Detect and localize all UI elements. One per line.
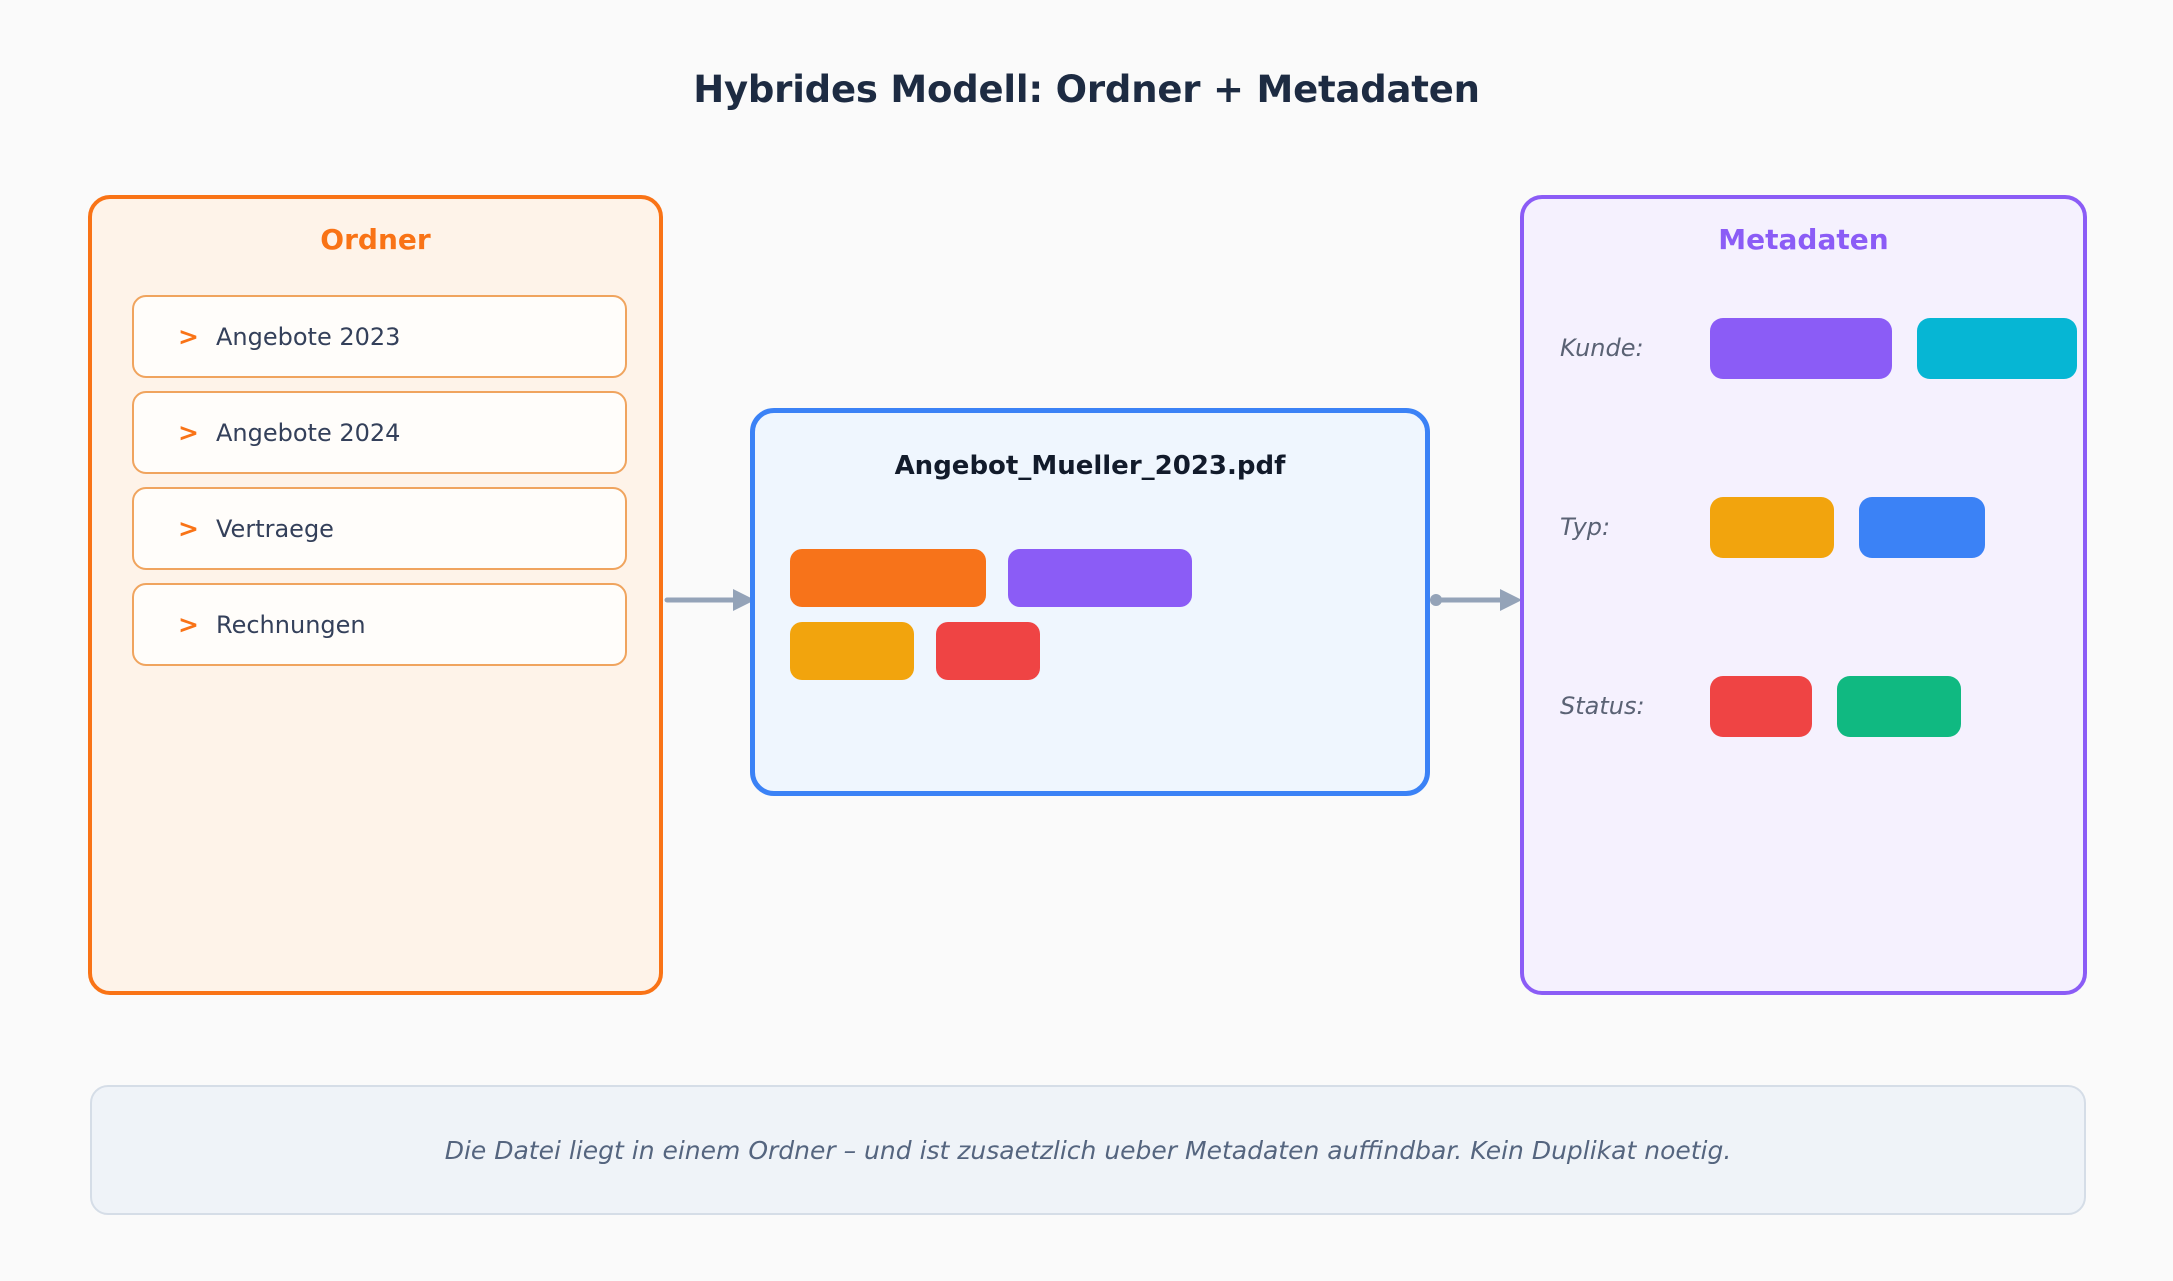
page-title: Hybrides Modell: Ordner + Metadaten (693, 68, 1480, 111)
caption-text: Die Datei liegt in einem Ordner – und is… (444, 1135, 1732, 1165)
file-tag-row (790, 549, 1400, 607)
chevron-right-icon: > (178, 322, 199, 351)
file-tag-row (790, 622, 1400, 680)
tag-purple-pill (1008, 549, 1192, 607)
folder-list: > Angebote 2023 > Angebote 2024 > Vertra… (132, 295, 627, 679)
pill-purple (1710, 317, 1892, 379)
tag-orange-pill (790, 549, 986, 607)
chevron-right-icon: > (178, 418, 199, 447)
folder-item-vertraege[interactable]: > Vertraege (132, 487, 627, 570)
pill-red (1710, 675, 1812, 737)
folders-panel-heading: Ordner (320, 223, 431, 256)
file-tag-grid (790, 549, 1400, 695)
folder-item-label: Rechnungen (216, 610, 366, 639)
chevron-right-icon: > (178, 610, 199, 639)
metadata-label: Status: (1560, 692, 1645, 720)
folder-item-angebote-2024[interactable]: > Angebote 2024 (132, 391, 627, 474)
arrow-file-to-metadata (1430, 589, 1522, 611)
folder-item-label: Angebote 2023 (216, 322, 401, 351)
metadata-rows: Kunde: Typ: Status: (1520, 195, 2087, 995)
folder-item-angebote-2023[interactable]: > Angebote 2023 (132, 295, 627, 378)
chevron-right-icon: > (178, 514, 199, 543)
folder-item-rechnungen[interactable]: > Rechnungen (132, 583, 627, 666)
metadata-pill-group (1710, 496, 2010, 558)
pill-amber (1710, 496, 1834, 558)
folder-item-label: Vertraege (216, 514, 334, 543)
file-card-panel[interactable]: Angebot_Mueller_2023.pdf (750, 408, 1430, 796)
file-name-label: Angebot_Mueller_2023.pdf (894, 451, 1286, 481)
metadata-panel-heading: Metadaten (1718, 223, 1889, 256)
pill-cyan (1917, 317, 2077, 379)
metadata-row-kunde: Kunde: (1560, 313, 2102, 383)
arrow-folders-to-file (664, 589, 755, 611)
metadata-row-typ: Typ: (1560, 492, 2010, 562)
metadata-row-status: Status: (1560, 671, 1986, 741)
pill-blue (1859, 496, 1985, 558)
tag-red-pill (936, 622, 1040, 680)
folders-panel: Ordner > Angebote 2023 > Angebote 2024 >… (88, 195, 663, 995)
folder-item-label: Angebote 2024 (216, 418, 401, 447)
caption-box: Die Datei liegt in einem Ordner – und is… (90, 1085, 2086, 1215)
metadata-pill-group (1710, 317, 2102, 379)
metadata-label: Typ: (1560, 513, 1611, 541)
metadata-pill-group (1710, 675, 1986, 737)
tag-amber-pill (790, 622, 914, 680)
pill-green (1837, 675, 1961, 737)
metadata-label: Kunde: (1560, 334, 1644, 362)
